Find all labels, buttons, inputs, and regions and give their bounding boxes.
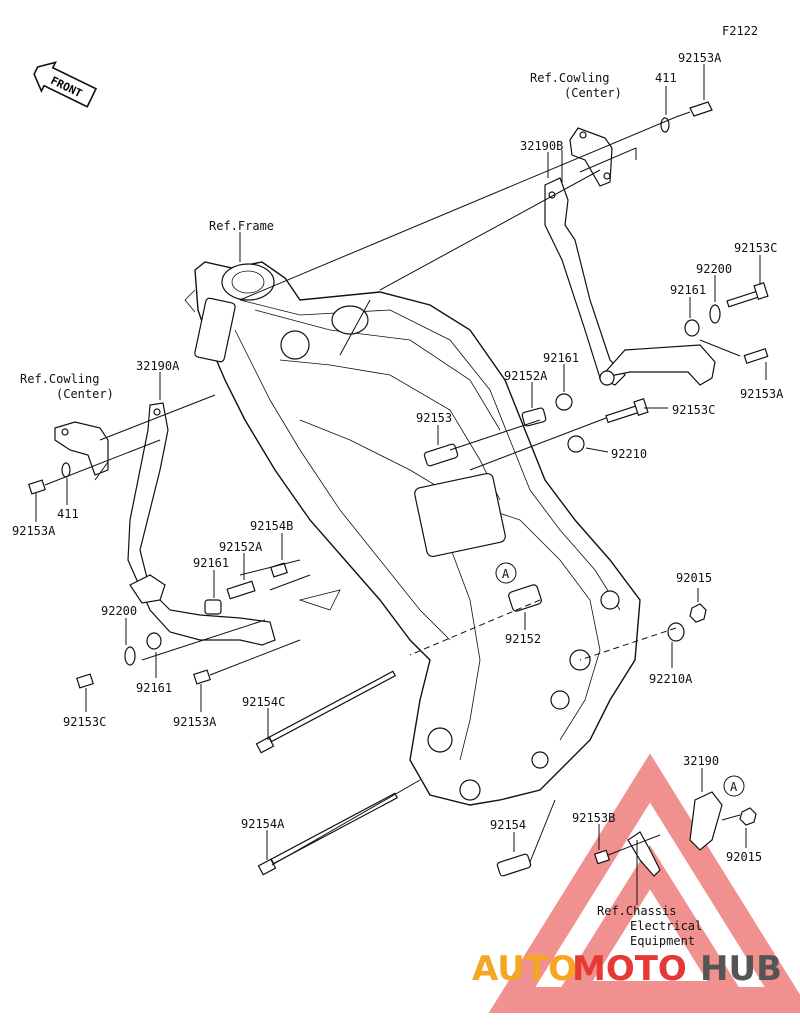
diagram-code: F2122 xyxy=(722,24,758,38)
part-92153A-left: 92153A xyxy=(12,524,56,538)
watermark-auto: AUTO xyxy=(472,949,577,989)
part-92154A: 92154A xyxy=(241,817,285,831)
leader-lines xyxy=(35,64,767,905)
watermark-moto: MOTO xyxy=(572,949,687,989)
part-32190B: 32190B xyxy=(520,139,563,153)
part-92161-mid: 92161 xyxy=(543,351,579,365)
callout-a-right: A xyxy=(723,775,745,797)
part-92015-right: 92015 xyxy=(676,571,712,585)
part-92200-right: 92200 xyxy=(696,262,732,276)
callout-a-right-label: A xyxy=(730,780,738,794)
part-92161-left-bot: 92161 xyxy=(136,681,172,695)
part-92154C: 92154C xyxy=(242,695,285,709)
ref-chassis-label: Ref.Chassis xyxy=(597,904,676,918)
part-92210A: 92210A xyxy=(649,672,693,686)
part-92153C-mid: 92153C xyxy=(672,403,715,417)
watermark-logo xyxy=(488,753,800,1013)
part-92161-left-top: 92161 xyxy=(193,556,229,570)
ref-chassis-sub-1: Electrical xyxy=(630,919,702,933)
ref-chassis-sub-2: Equipment xyxy=(630,934,695,948)
part-92153C-left: 92153C xyxy=(63,715,106,729)
ref-cowling-right-sub: (Center) xyxy=(564,86,622,100)
part-92153: 92153 xyxy=(416,411,452,425)
front-arrow-badge: FRONT xyxy=(33,61,98,108)
ref-cowling-left-label: Ref.Cowling xyxy=(20,372,99,386)
part-92015-bot: 92015 xyxy=(726,850,762,864)
watermark-text: AUTO MOTO HUB xyxy=(472,949,782,989)
part-92153A-left-bot: 92153A xyxy=(173,715,217,729)
part-92154B: 92154B xyxy=(250,519,293,533)
bracket-32190A xyxy=(54,402,276,646)
main-frame xyxy=(184,261,641,806)
part-92154: 92154 xyxy=(490,818,526,832)
part-92200-left: 92200 xyxy=(101,604,137,618)
part-92153C-right: 92153C xyxy=(734,241,777,255)
ref-cowling-right-label: Ref.Cowling xyxy=(530,71,609,85)
callout-a-center-label: A xyxy=(502,567,510,581)
part-92153A-top: 92153A xyxy=(678,51,722,65)
part-92153B: 92153B xyxy=(572,811,615,825)
part-92153A-right: 92153A xyxy=(740,387,784,401)
part-32190A: 32190A xyxy=(136,359,180,373)
part-92152: 92152 xyxy=(505,632,541,646)
callout-a-center: A xyxy=(495,562,517,584)
ref-frame-label: Ref.Frame xyxy=(209,219,274,233)
ref-cowling-left-sub: (Center) xyxy=(56,387,114,401)
part-32190: 32190 xyxy=(683,754,719,768)
bracket-32190B xyxy=(544,127,716,386)
part-411-left: 411 xyxy=(57,507,79,521)
part-411-top: 411 xyxy=(655,71,677,85)
watermark-hub: HUB xyxy=(700,949,782,989)
part-labels: Ref.Frame Ref.Cowling (Center) Ref.Cowli… xyxy=(12,51,784,948)
part-92152A-mid: 92152A xyxy=(504,369,548,383)
part-92152A-left: 92152A xyxy=(219,540,263,554)
part-92210: 92210 xyxy=(611,447,647,461)
part-92161-right: 92161 xyxy=(670,283,706,297)
